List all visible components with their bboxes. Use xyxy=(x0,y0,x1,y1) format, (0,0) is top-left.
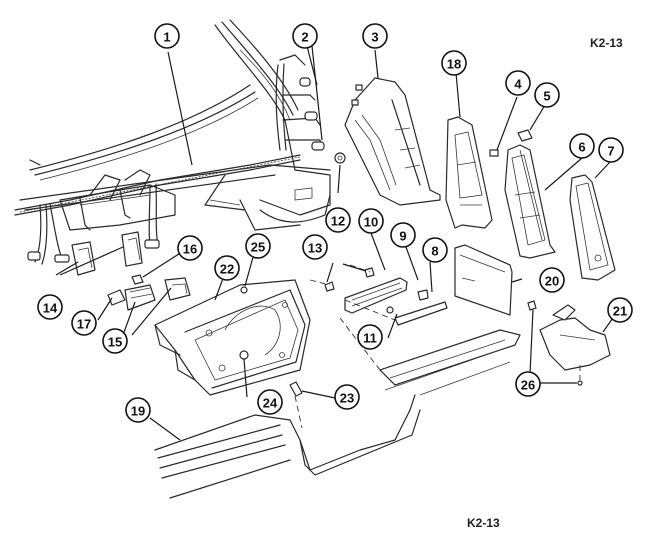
tail-lamp-housing-part xyxy=(344,77,441,206)
callout-14: 14 xyxy=(37,294,63,320)
callout-6: 6 xyxy=(569,133,595,159)
svg-text:7: 7 xyxy=(607,144,614,159)
figure-id-top: K2-13 xyxy=(590,36,623,50)
svg-text:9: 9 xyxy=(399,229,406,244)
svg-text:22: 22 xyxy=(220,262,234,277)
gasket-part xyxy=(445,116,493,229)
callout-17: 17 xyxy=(71,310,97,336)
svg-text:16: 16 xyxy=(183,242,197,257)
svg-text:21: 21 xyxy=(613,304,627,319)
svg-text:11: 11 xyxy=(363,331,377,346)
tail-lamp-lens-part xyxy=(504,144,556,259)
callout-7: 7 xyxy=(598,137,624,163)
callout-21: 21 xyxy=(607,297,633,323)
svg-text:14: 14 xyxy=(43,301,58,316)
rear-panel-part xyxy=(154,317,521,499)
callout-10: 10 xyxy=(358,208,384,234)
callout-19: 19 xyxy=(125,397,151,423)
license-lamp-parts xyxy=(309,264,448,326)
svg-text:1: 1 xyxy=(163,30,170,45)
svg-text:5: 5 xyxy=(543,89,550,104)
callout-16: 16 xyxy=(177,235,203,261)
quarter-panel-body xyxy=(19,19,331,231)
callout-4: 4 xyxy=(505,70,531,96)
callout-12: 12 xyxy=(325,207,351,233)
svg-text:8: 8 xyxy=(431,244,438,259)
callout-11: 11 xyxy=(357,324,383,350)
svg-text:13: 13 xyxy=(308,241,322,256)
screw-4-part xyxy=(489,149,499,157)
grommet-part xyxy=(334,152,346,164)
svg-text:20: 20 xyxy=(545,274,559,289)
svg-text:25: 25 xyxy=(251,240,265,255)
clip-part xyxy=(289,381,303,397)
lamp-housing-part xyxy=(154,279,311,396)
callouts: 1 2 3 4 5 6 7 8 9 10 11 12 13 14 15 16 1… xyxy=(37,23,633,423)
callout-18: 18 xyxy=(441,50,467,76)
callout-3: 3 xyxy=(362,23,388,49)
small-lamp-components xyxy=(71,231,191,311)
callout-24: 24 xyxy=(257,389,283,415)
callout-5: 5 xyxy=(534,82,560,108)
svg-text:2: 2 xyxy=(301,30,308,45)
svg-text:26: 26 xyxy=(521,378,535,393)
filler-panel-part xyxy=(454,244,513,316)
callout-20: 20 xyxy=(539,267,565,293)
svg-text:18: 18 xyxy=(447,57,461,72)
callout-13: 13 xyxy=(302,234,328,260)
figure-id-bottom: K2-13 xyxy=(467,516,500,530)
callout-22: 22 xyxy=(214,255,240,281)
svg-text:6: 6 xyxy=(578,140,585,155)
callout-26: 26 xyxy=(515,371,541,397)
svg-text:19: 19 xyxy=(131,404,145,419)
svg-text:23: 23 xyxy=(340,391,354,406)
leader-lines xyxy=(55,45,616,441)
svg-text:24: 24 xyxy=(263,396,278,411)
callout-9: 9 xyxy=(390,222,416,248)
callout-15: 15 xyxy=(102,328,128,354)
bracket-part xyxy=(527,300,611,386)
callout-25: 25 xyxy=(245,233,271,259)
callout-23: 23 xyxy=(334,384,360,410)
callout-1: 1 xyxy=(154,23,180,49)
svg-text:3: 3 xyxy=(371,30,378,45)
nut-5-part xyxy=(517,129,533,142)
svg-text:15: 15 xyxy=(108,335,122,350)
svg-text:12: 12 xyxy=(331,214,345,229)
callout-8: 8 xyxy=(422,237,448,263)
svg-text:17: 17 xyxy=(77,317,91,332)
svg-text:4: 4 xyxy=(514,77,522,92)
svg-text:10: 10 xyxy=(364,215,378,230)
callout-2: 2 xyxy=(292,23,318,49)
wiring-harness xyxy=(14,54,325,265)
bezel-part xyxy=(569,174,616,281)
